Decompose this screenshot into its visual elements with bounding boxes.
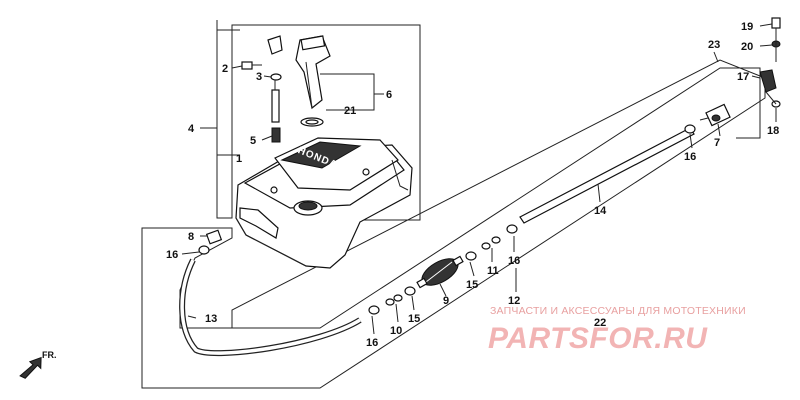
callout-22: 22	[594, 317, 606, 329]
fr-direction-arrow: FR.	[19, 350, 57, 379]
hose-14	[519, 127, 695, 224]
callout-5: 5	[250, 135, 256, 147]
watermark-caption: ЗАПЧАСТИ И АКСЕССУАРЫ ДЛЯ МОТОТЕХНИКИ	[490, 305, 746, 317]
leader-lines	[181, 23, 777, 335]
fr-label: FR.	[42, 350, 57, 360]
callout-16c: 16	[508, 255, 520, 267]
part-19-screw	[771, 17, 781, 62]
fittings	[198, 100, 781, 315]
callout-15b: 15	[408, 313, 420, 325]
fuel-gauge-assembly	[295, 35, 331, 127]
part-7-connector	[699, 103, 731, 127]
callout-16a: 16	[166, 249, 178, 261]
part-8-joint	[205, 229, 223, 245]
group-box-23	[232, 67, 761, 329]
callout-3: 3	[256, 71, 262, 83]
callout-23: 23	[708, 39, 720, 51]
callout-10: 10	[390, 325, 402, 337]
callout-15a: 15	[466, 279, 478, 291]
fuel-tank: HONDA	[235, 137, 413, 269]
group-box-22	[141, 59, 766, 389]
callout-8: 8	[188, 231, 194, 243]
callout-11: 11	[487, 265, 499, 277]
part-5-filter	[271, 80, 281, 143]
vent-knob	[267, 35, 283, 55]
watermark-brand: PARTSFOR.RU	[488, 322, 708, 355]
callout-21: 21	[344, 105, 356, 117]
callout-20: 20	[741, 41, 753, 53]
callout-6: 6	[386, 89, 392, 101]
callout-labels: 1 2 3 4 5 6 7 8 9 10 11 12 13 14 15 15 1…	[166, 21, 779, 349]
callout-16b: 16	[366, 337, 378, 349]
callout-7: 7	[714, 137, 720, 149]
part-3-washer	[270, 73, 282, 81]
callout-1: 1	[236, 153, 242, 165]
group-box-1	[216, 20, 421, 221]
callout-4: 4	[188, 123, 195, 135]
part-17-elbow	[759, 69, 777, 105]
callout-16d: 16	[684, 151, 696, 163]
callout-17: 17	[737, 71, 749, 83]
callout-13: 13	[205, 313, 217, 325]
callout-14: 14	[594, 205, 607, 217]
callout-18: 18	[767, 125, 779, 137]
callout-12: 12	[508, 295, 520, 307]
callout-2: 2	[222, 63, 228, 75]
callout-19: 19	[741, 21, 753, 33]
primer-bulb	[416, 255, 464, 289]
hose-13	[179, 258, 362, 357]
part-2-screw	[241, 61, 262, 70]
callout-9: 9	[443, 295, 449, 307]
